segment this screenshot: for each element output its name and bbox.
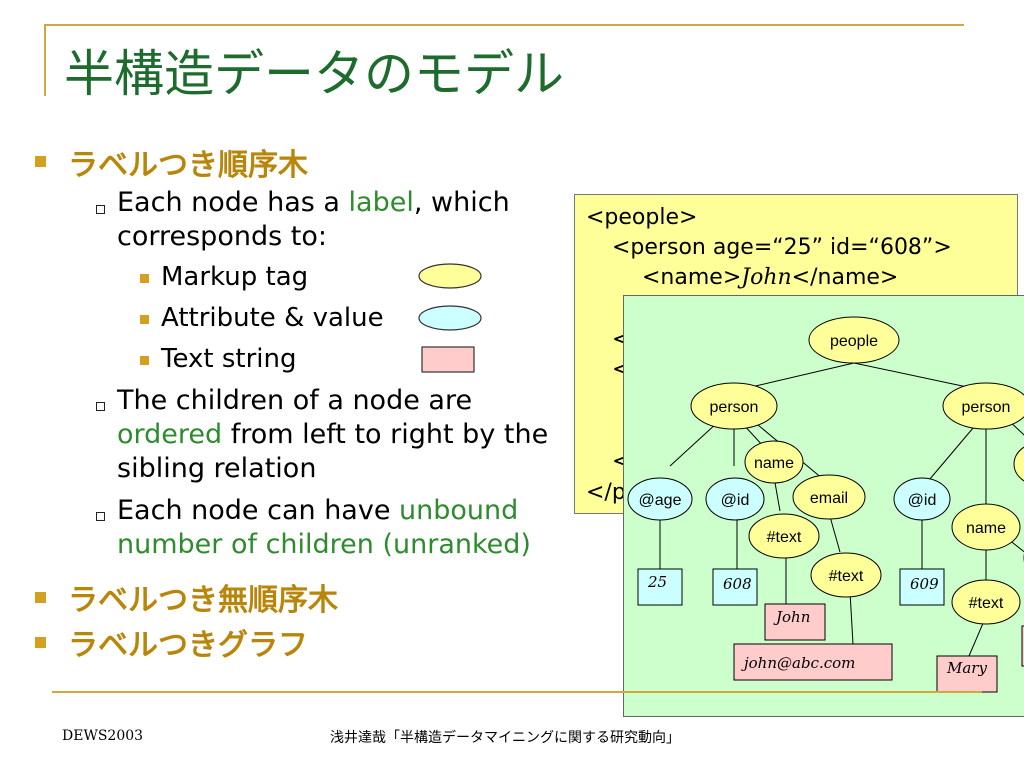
value-609 [899,568,945,606]
bullet-ordered-tree: ラベルつき順序木 [68,148,308,183]
node-label: name [966,520,1006,537]
text-span: Each node has a [117,187,349,218]
node-person-1 [690,382,778,430]
hollow-bullet-icon [96,205,105,214]
sub-bullet-children-ordered: The children of a node are ordered from … [117,384,548,486]
value-label: Mary [946,659,987,677]
node-label: email [810,490,848,507]
value-608 [712,568,758,606]
text-span: corresponds to: [117,221,327,252]
node-label: #text [969,595,1004,612]
title-rule-top [44,24,964,26]
node-label: @id [721,492,750,509]
value-label: john@abc.com [741,654,855,672]
highlight-unranked: number of children (unranked) [117,529,531,560]
footer-conference: DEWS2003 [62,728,144,744]
bullet-square-icon [35,156,46,167]
value-mary [936,655,998,693]
text-span: The children of a node are [117,385,473,416]
node-age [627,477,693,521]
text-span: from left to right by the [222,419,549,450]
code-line: </p [586,480,626,505]
text-span: , which [413,187,510,218]
bullet-square-icon [35,637,46,648]
code-line: <person age=“25” id=“608”> [612,235,952,260]
text-string-rect-icon [421,346,475,373]
node-label: person [710,399,759,416]
slide-title: 半構造データのモデル [64,45,564,103]
attribute-ellipse-icon [418,305,482,331]
node-person-2 [942,382,1024,430]
footer-citation: 浅井達哉「半構造データマイニングに関する研究動向」 [330,730,680,746]
value-25 [637,568,683,606]
code-text-value: John [741,265,792,290]
node-text-2 [810,552,882,598]
value-john-email [733,643,893,681]
tree-value-labels: 25 608 609 John john@abc.com Mary [647,573,987,677]
node-name-1 [744,440,804,484]
node-id-1 [705,477,765,521]
value-label: John [773,608,810,626]
node-text-3 [951,579,1021,625]
tree-edges [659,362,1024,657]
highlight-unbound: unbound [399,495,519,526]
title-rule-left [44,24,46,96]
value-label: 25 [647,573,667,591]
node-label: #text [767,529,802,546]
value-john [764,603,826,641]
node-email [792,474,866,520]
item-text-string: Text string [161,344,297,374]
node-partial-right [1013,446,1024,482]
item-markup-tag: Markup tag [161,262,309,292]
tree-diagram-box: people person person name email #text #t… [623,295,1024,717]
text-span: Each node can have [117,495,400,526]
value-partial-right [1021,625,1024,667]
node-id-2 [893,477,951,521]
value-label: 609 [910,575,939,593]
code-line: <people> [586,205,698,230]
hollow-bullet-icon [96,512,105,521]
node-label: #text [829,568,864,585]
text-span: sibling relation [117,453,317,484]
sub-bullet-unbound: Each node can have unbound number of chi… [117,494,531,562]
tree-labels: people person person name email #text #t… [639,333,1011,612]
node-label: name [754,455,794,472]
node-label: person [962,399,1011,416]
node-label: @id [908,492,937,509]
bullet-square-icon [35,592,46,603]
item-attribute: Attribute & value [161,303,384,333]
hollow-bullet-icon [96,402,105,411]
node-text-1 [748,513,820,559]
value-label: 608 [723,575,752,593]
small-bullet-icon [140,356,149,365]
code-tag: </name> [791,265,899,290]
node-name-2 [951,503,1021,551]
sub-bullet-label: Each node has a label, which corresponds… [117,186,510,254]
tree-diagram: people person person name email #text #t… [627,316,1024,693]
bullet-unordered-tree: ラベルつき無順序木 [68,583,338,618]
bullet-graph: ラベルつきグラフ [68,628,308,663]
small-bullet-icon [140,315,149,324]
legend-shapes [418,263,482,373]
node-label: people [830,333,878,350]
small-bullet-icon [140,274,149,283]
tree-nodes [627,316,1024,693]
highlight-label: label [348,187,414,218]
code-line: <name>John</name> [642,265,898,290]
node-people [808,316,900,364]
highlight-ordered: ordered [117,419,223,450]
footer-rule [52,691,982,693]
markup-tag-ellipse-icon [418,263,482,289]
code-tag: <name> [642,265,742,290]
node-label: @age [639,492,682,509]
